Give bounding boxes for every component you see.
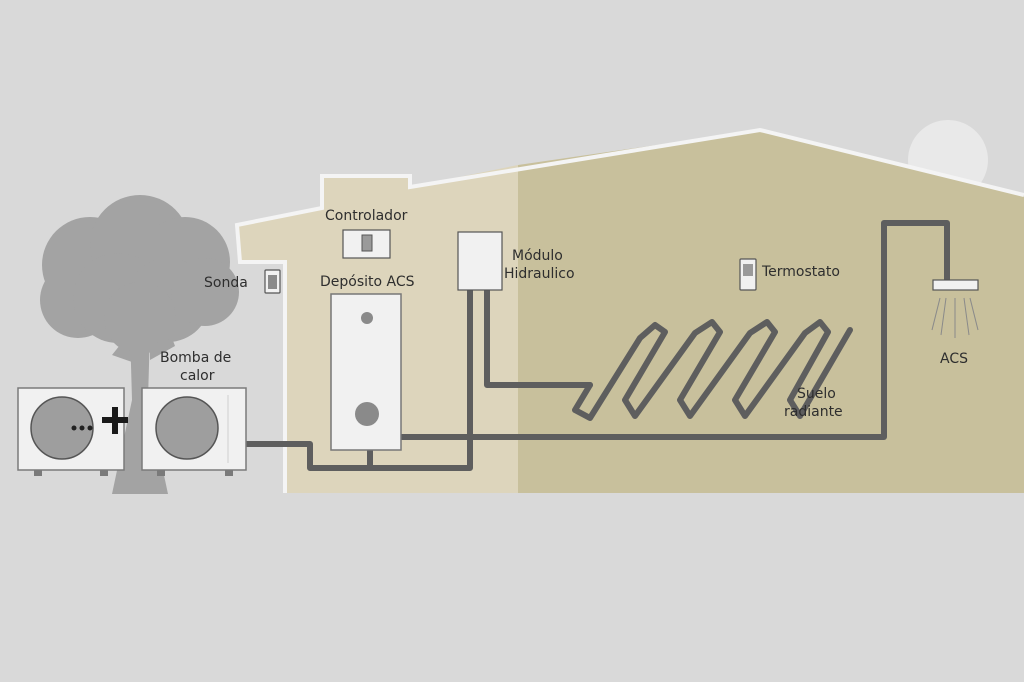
controlador-device: [342, 229, 391, 259]
label-suelo: Suelo: [797, 386, 836, 402]
deposito-acs-tank: [330, 293, 402, 451]
house-outline: [234, 127, 1024, 493]
plus-icon: [102, 407, 128, 434]
fan-icon: [30, 396, 94, 460]
acs-outlet-icon: [931, 279, 979, 338]
pipes: [243, 220, 950, 471]
label-radiante: radiante: [784, 404, 843, 420]
label-controlador: Controlador: [325, 208, 408, 224]
label-acs: ACS: [940, 351, 968, 367]
label-calor: calor: [180, 368, 215, 384]
label-hidraulico: Hidraulico: [504, 266, 575, 282]
termostato-device: [739, 258, 757, 291]
label-modulo: Módulo: [512, 248, 563, 264]
fan-icon: [155, 396, 219, 460]
heat-pump-unit-2: [141, 387, 247, 476]
label-termostato: Termostato: [761, 264, 840, 280]
label-deposito-acs: Depósito ACS: [320, 274, 415, 290]
label-bomba-de: Bomba de: [160, 350, 231, 366]
tree-icon: [40, 195, 239, 494]
pipe-floor-feed: [484, 287, 593, 388]
pipe-acs-return: [398, 220, 950, 440]
pipe-heatpump-to-tank: [243, 287, 473, 471]
pipe-floor-coil: [572, 319, 853, 421]
heat-pump-unit-1: [17, 387, 125, 476]
label-sonda: Sonda: [204, 275, 248, 291]
modulo-hidraulico-device: [457, 231, 503, 291]
sonda-sensor: [264, 269, 281, 294]
